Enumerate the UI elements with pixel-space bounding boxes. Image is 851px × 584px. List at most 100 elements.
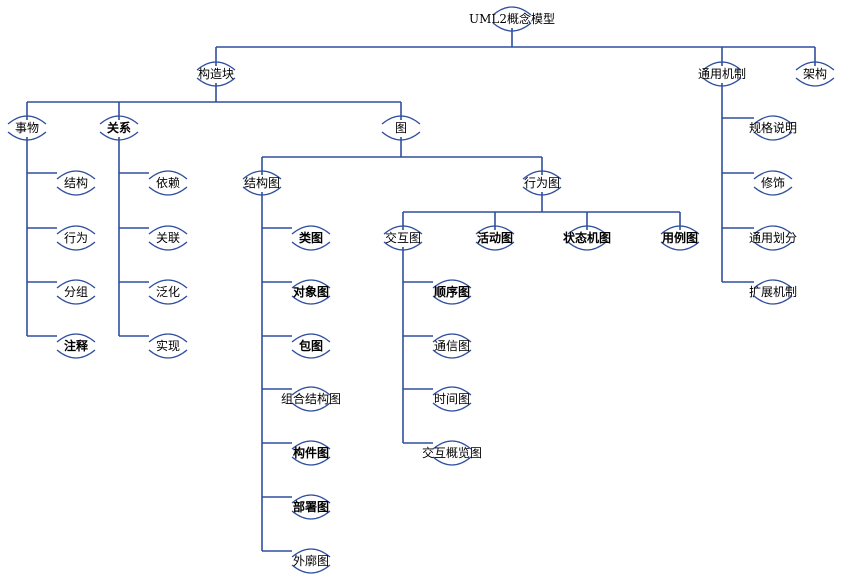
node-arc-bottom — [475, 241, 515, 251]
node-arc-bottom — [291, 349, 331, 359]
node-architecture: 架构 — [802, 67, 828, 81]
node-arc-top — [291, 440, 331, 450]
node-arc-bottom — [492, 22, 532, 32]
node-arc-top — [522, 170, 562, 180]
node-relationships: 关系 — [106, 121, 132, 135]
node-profile-diagram: 外廓图 — [292, 554, 330, 568]
node-arc-bottom — [291, 564, 331, 574]
node-arc-bottom — [56, 295, 96, 305]
node-arc-bottom — [753, 241, 793, 251]
node-object-diagram: 对象图 — [292, 285, 330, 299]
node-arc-top — [753, 170, 793, 180]
node-building-blocks: 构造块 — [197, 67, 235, 81]
node-arc-bottom — [148, 295, 188, 305]
node-arc-top — [383, 225, 423, 235]
node-arc-bottom — [99, 131, 139, 141]
node-arc-bottom — [7, 131, 47, 141]
node-things: 事物 — [14, 121, 40, 135]
node-interaction-overview-diagram: 交互概览图 — [421, 446, 483, 460]
node-arc-bottom — [753, 186, 793, 196]
node-arc-top — [56, 279, 96, 289]
node-arc-top — [795, 61, 835, 71]
node-arc-top — [99, 115, 139, 125]
node-arc-bottom — [432, 456, 472, 466]
node-arc-bottom — [567, 241, 607, 251]
node-arc-bottom — [56, 349, 96, 359]
node-arc-bottom — [148, 241, 188, 251]
node-composite-structure-diagram: 组合结构图 — [280, 392, 342, 406]
node-arc-bottom — [56, 241, 96, 251]
node-arc-top — [432, 279, 472, 289]
node-arc-top — [753, 279, 793, 289]
node-arc-top — [702, 61, 742, 71]
node-arc-bottom — [291, 510, 331, 520]
node-arc-top — [753, 115, 793, 125]
node-arc-top — [291, 494, 331, 504]
node-thing-behavior: 行为 — [63, 231, 89, 245]
node-arc-bottom — [522, 186, 562, 196]
node-common-mechanisms: 通用机制 — [697, 67, 747, 81]
node-adornment: 修饰 — [760, 176, 786, 190]
node-use-case-diagram: 用例图 — [661, 231, 699, 245]
node-arc-top — [148, 225, 188, 235]
node-interaction-diagrams: 交互图 — [384, 231, 422, 245]
node-arc-top — [148, 333, 188, 343]
node-arc-bottom — [291, 402, 331, 412]
node-arc-top — [56, 170, 96, 180]
node-arc-bottom — [795, 77, 835, 87]
node-arc-bottom — [432, 402, 472, 412]
node-sequence-diagram: 顺序图 — [433, 285, 471, 299]
node-arc-top — [7, 115, 47, 125]
node-root: UML2概念模型 — [468, 12, 556, 26]
node-arc-top — [432, 333, 472, 343]
node-component-diagram: 构件图 — [292, 446, 330, 460]
node-arc-top — [56, 225, 96, 235]
node-arc-bottom — [432, 295, 472, 305]
node-rel-dependency: 依赖 — [155, 176, 181, 190]
node-arc-top — [291, 548, 331, 558]
node-timing-diagram: 时间图 — [433, 392, 471, 406]
node-arc-bottom — [242, 186, 282, 196]
node-communication-diagram: 通信图 — [433, 339, 471, 353]
node-arc-bottom — [291, 456, 331, 466]
node-arc-top — [291, 225, 331, 235]
node-arc-bottom — [381, 131, 421, 141]
node-arc-top — [56, 333, 96, 343]
node-arc-top — [148, 170, 188, 180]
node-deployment-diagram: 部署图 — [292, 500, 330, 514]
node-arc-top — [567, 225, 607, 235]
node-arc-bottom — [148, 349, 188, 359]
node-arc-top — [291, 386, 331, 396]
node-arc-bottom — [432, 349, 472, 359]
node-arc-top — [381, 115, 421, 125]
node-arc-bottom — [383, 241, 423, 251]
node-package-diagram: 包图 — [298, 339, 324, 353]
node-arc-top — [432, 386, 472, 396]
node-state-machine-diagram: 状态机图 — [562, 231, 612, 245]
node-arc-bottom — [56, 186, 96, 196]
node-arc-bottom — [660, 241, 700, 251]
node-rel-association: 关联 — [155, 231, 181, 245]
node-arc-bottom — [753, 131, 793, 141]
node-extensibility-mechanism: 扩展机制 — [748, 285, 798, 299]
node-arc-bottom — [148, 186, 188, 196]
node-class-diagram: 类图 — [298, 231, 324, 245]
node-arc-bottom — [196, 77, 236, 87]
node-behavioral-diagrams: 行为图 — [523, 176, 561, 190]
node-arc-bottom — [753, 295, 793, 305]
node-thing-grouping: 分组 — [63, 285, 89, 299]
node-arc-top — [242, 170, 282, 180]
node-arc-top — [753, 225, 793, 235]
node-specification: 规格说明 — [748, 121, 798, 135]
node-thing-annotation: 注释 — [63, 339, 89, 353]
node-arc-top — [291, 333, 331, 343]
node-arc-top — [660, 225, 700, 235]
node-arc-top — [475, 225, 515, 235]
node-arc-bottom — [291, 295, 331, 305]
node-arc-top — [291, 279, 331, 289]
node-structural-diagrams: 结构图 — [243, 176, 281, 190]
node-rel-realization: 实现 — [155, 339, 181, 353]
node-arc-top — [432, 440, 472, 450]
node-arc-bottom — [702, 77, 742, 87]
